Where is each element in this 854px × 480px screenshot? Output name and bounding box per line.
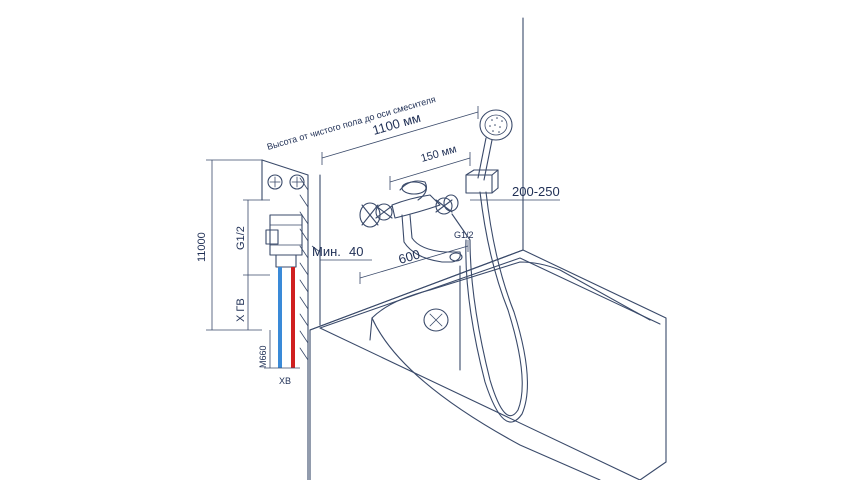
hot-water-label: Х ГВ (235, 298, 247, 322)
spout-spacing-label: 150 мм (420, 143, 458, 165)
vertical-dimension-11000 (206, 159, 262, 331)
min-label: Мин. (312, 244, 341, 259)
min-dimension (311, 245, 372, 261)
side-height-label: 11000 (196, 232, 208, 262)
shower-head (477, 109, 513, 181)
wall-section (261, 159, 309, 480)
bathtub (309, 249, 667, 480)
shower-holder (465, 169, 499, 194)
wall-fitting (265, 214, 303, 268)
spout-length-label: 600 (397, 246, 422, 266)
thread-right-label: G1/2 (454, 230, 474, 240)
mixer (359, 152, 471, 263)
height-dimension (321, 106, 479, 165)
wall-plates (267, 174, 305, 190)
holder-offset-label: 200-250 (512, 184, 560, 199)
spout-length-dimension (359, 240, 469, 284)
pipe-code-label: М660 (258, 345, 268, 368)
thread-left-label: G1/2 (235, 226, 247, 250)
vertical-dimension-g12 (243, 199, 270, 276)
min-value: 40 (349, 244, 363, 259)
cold-water-label: ХВ (279, 376, 291, 386)
vertical-dimension-m660 (264, 330, 300, 369)
shower-hose (465, 191, 528, 423)
